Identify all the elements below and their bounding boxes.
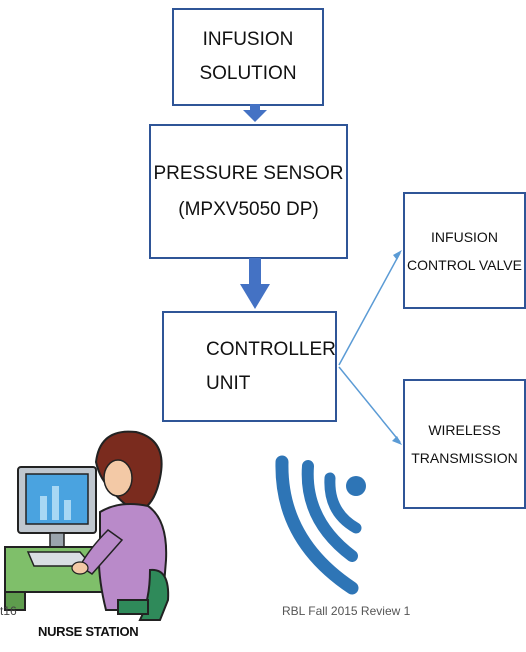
controller-unit-box: CONTROLLER UNIT xyxy=(162,311,337,422)
wifi-icon xyxy=(275,455,366,595)
pressure-sensor-line2: (MPXV5050 DP) xyxy=(178,198,319,220)
infusion-solution-box: INFUSION SOLUTION xyxy=(172,8,324,106)
footer-review-label: RBL Fall 2015 Review 1 xyxy=(282,604,411,618)
wireless-transmission-box: WIRELESS TRANSMISSION xyxy=(403,379,526,509)
control-valve-line1: INFUSION xyxy=(431,228,498,245)
nurse-station-label: NURSE STATION xyxy=(38,624,139,639)
arrow-down-1 xyxy=(243,104,267,122)
connector-to-wireless xyxy=(338,366,402,445)
infusion-solution-line2: SOLUTION xyxy=(199,63,297,84)
wireless-line2: TRANSMISSION xyxy=(411,450,518,466)
wireless-line1: WIRELESS xyxy=(428,422,501,438)
arrow-down-2 xyxy=(240,258,270,309)
controller-unit-line2: UNIT xyxy=(206,372,251,394)
control-valve-line2: CONTROL VALVE xyxy=(407,256,522,273)
controller-unit-line1: CONTROLLER xyxy=(206,338,336,360)
infusion-solution-line1: INFUSION xyxy=(202,29,294,50)
connector-to-valve xyxy=(338,250,402,366)
nurse-station-icon xyxy=(4,430,170,621)
infusion-control-valve-box: INFUSION CONTROL VALVE xyxy=(403,192,526,309)
pressure-sensor-box: PRESSURE SENSOR (MPXV5050 DP) xyxy=(149,124,348,259)
footer-page-fragment: t16 xyxy=(0,604,17,618)
pressure-sensor-line1: PRESSURE SENSOR xyxy=(153,162,344,184)
